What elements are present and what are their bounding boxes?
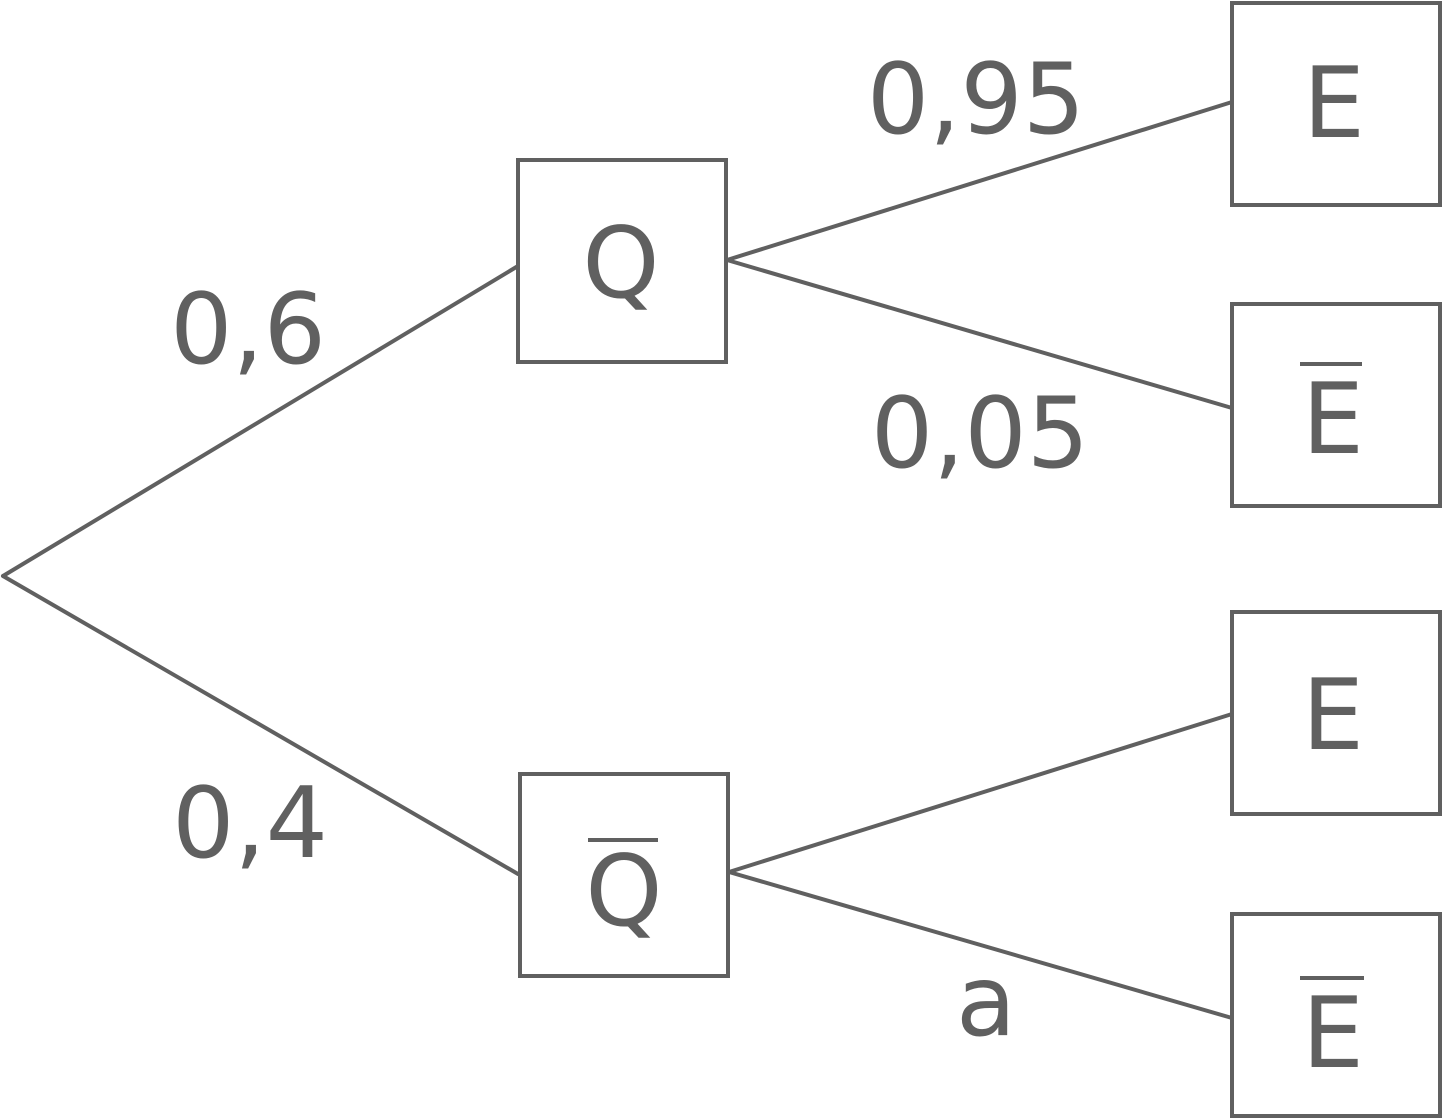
node-qbar-e-label: E [1302,659,1364,773]
node-q-bar-label: Q [585,835,662,949]
node-q-e-bar-box [1230,302,1442,508]
node-q-e-bar-label: E [1302,363,1364,477]
node-q-label: Q [582,207,659,321]
branch-root-q [1,264,520,578]
node-q-bar-box [518,772,730,978]
prob-root-q-bar: 0,4 [172,767,328,881]
node-qbar-e-box [1230,610,1442,816]
node-q-box [516,158,728,364]
node-qbar-e-bar: E [1230,912,1442,1118]
prob-root-q: 0,6 [170,273,326,387]
prob-q-e-bar: 0,05 [871,377,1089,491]
branch-qbar-e [727,712,1234,874]
branch-q-e [725,100,1234,262]
node-q-bar: Q [518,772,730,978]
node-qbar-e: E [1230,610,1442,816]
prob-qbar-e-bar: a [956,945,1016,1059]
node-q-e: E [1230,1,1442,207]
node-q-e-box [1230,1,1442,207]
node-q: Q [516,158,728,364]
branch-qbar-e-bar [727,870,1234,1020]
prob-q-e: 0,95 [867,43,1085,157]
node-q-e-bar: E [1230,302,1442,508]
node-q-e-label: E [1303,47,1365,161]
branch-q-e-bar [725,258,1234,410]
branch-root-q-bar [1,574,520,876]
node-qbar-e-bar-label: E [1302,977,1364,1091]
node-qbar-e-bar-box [1230,912,1442,1118]
